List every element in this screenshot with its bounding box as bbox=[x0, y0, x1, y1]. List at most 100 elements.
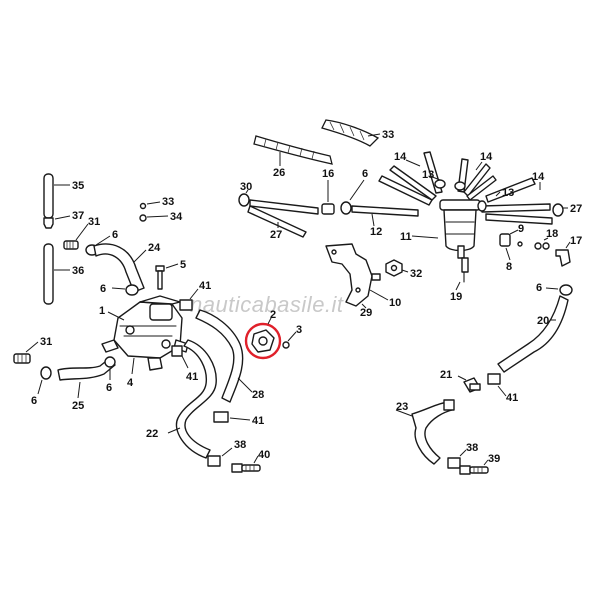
label-25: 25 bbox=[72, 400, 84, 412]
label-38-left: 38 bbox=[234, 439, 246, 451]
label-38-right: 38 bbox=[466, 442, 478, 454]
label-14-right: 14 bbox=[480, 151, 493, 163]
elbow-17 bbox=[555, 241, 571, 267]
label-22: 22 bbox=[146, 428, 158, 440]
label-34: 34 bbox=[170, 211, 183, 223]
label-28: 28 bbox=[252, 389, 264, 401]
clamp-6-bottom-left bbox=[37, 366, 52, 395]
hose-12 bbox=[351, 205, 419, 227]
hose-22 bbox=[167, 339, 217, 459]
label-6-top: 6 bbox=[112, 229, 118, 241]
label-14-far: 14 bbox=[532, 171, 545, 183]
tube-35 bbox=[43, 173, 70, 219]
clamp-6-right-top bbox=[340, 179, 365, 215]
label-14-left: 14 bbox=[394, 151, 407, 163]
bracket-10 bbox=[325, 243, 389, 309]
label-27-right: 27 bbox=[570, 203, 582, 215]
label-13-right: 13 bbox=[502, 187, 514, 199]
label-27-left: 27 bbox=[270, 229, 282, 241]
label-9: 9 bbox=[518, 223, 524, 235]
label-37: 37 bbox=[72, 210, 84, 222]
fitting-21 bbox=[457, 375, 481, 393]
label-1: 1 bbox=[99, 305, 105, 317]
label-10: 10 bbox=[389, 297, 401, 309]
label-5: 5 bbox=[180, 259, 186, 271]
tube-36 bbox=[43, 243, 70, 305]
label-20: 20 bbox=[537, 315, 549, 327]
clamp-38-left bbox=[207, 447, 233, 467]
sleeve-33 bbox=[321, 119, 381, 147]
label-19: 19 bbox=[450, 291, 462, 303]
clamp-41-right bbox=[487, 373, 507, 397]
fitting-31-bottom bbox=[13, 341, 39, 364]
fitting-40 bbox=[231, 455, 261, 473]
label-6-right: 6 bbox=[536, 282, 542, 294]
fitting-31-top bbox=[63, 223, 89, 250]
clamp-30 bbox=[238, 189, 250, 207]
lead-4 bbox=[131, 357, 135, 375]
label-6-bottom-left: 6 bbox=[31, 395, 37, 407]
hose-28 bbox=[195, 309, 253, 403]
label-32: 32 bbox=[410, 268, 422, 280]
label-30: 30 bbox=[240, 181, 252, 193]
hose-23 bbox=[395, 399, 455, 465]
label-3: 3 bbox=[296, 324, 302, 336]
label-31-top: 31 bbox=[88, 216, 100, 228]
label-2: 2 bbox=[270, 309, 276, 321]
label-23: 23 bbox=[396, 401, 408, 413]
fitting-16 bbox=[321, 180, 335, 215]
clamp-41-top bbox=[179, 288, 199, 311]
label-31-bottom: 31 bbox=[40, 336, 52, 348]
label-41-mid: 41 bbox=[186, 371, 198, 383]
label-41-top: 41 bbox=[199, 280, 211, 292]
label-39: 39 bbox=[488, 453, 500, 465]
label-36: 36 bbox=[72, 265, 84, 277]
sleeve-26 bbox=[253, 135, 333, 166]
clamp-41-mid bbox=[171, 345, 189, 369]
label-33-sleeve: 33 bbox=[382, 129, 394, 141]
filter-11 bbox=[411, 199, 481, 273]
clamp-6-mid bbox=[104, 356, 116, 380]
label-8: 8 bbox=[506, 261, 512, 273]
tubes-right bbox=[477, 177, 568, 225]
fitting-9-8 bbox=[499, 229, 523, 261]
label-29: 29 bbox=[360, 307, 372, 319]
label-33-small: 33 bbox=[162, 196, 174, 208]
label-21: 21 bbox=[440, 369, 452, 381]
fitting-37 bbox=[43, 215, 71, 229]
label-16: 16 bbox=[322, 168, 334, 180]
label-41-bottom: 41 bbox=[252, 415, 264, 427]
label-13-top: 13 bbox=[422, 169, 434, 181]
label-26: 26 bbox=[273, 167, 285, 179]
label-18: 18 bbox=[546, 228, 558, 240]
hose-25 bbox=[57, 357, 116, 399]
label-11: 11 bbox=[400, 231, 412, 243]
hose-20 bbox=[497, 295, 569, 373]
clamps-13-top bbox=[429, 175, 466, 191]
clamp-6-right bbox=[545, 284, 573, 296]
part-33-34 bbox=[139, 201, 169, 222]
label-41-right: 41 bbox=[506, 392, 518, 404]
part-19 bbox=[455, 271, 465, 291]
hose-24 bbox=[93, 243, 147, 293]
label-17: 17 bbox=[570, 235, 582, 247]
clamp-41-bottom bbox=[213, 411, 251, 423]
bolt-5 bbox=[155, 263, 179, 290]
label-40: 40 bbox=[258, 449, 270, 461]
label-6-mid: 6 bbox=[106, 382, 112, 394]
fitting-39 bbox=[459, 459, 489, 475]
nut-32 bbox=[385, 259, 409, 277]
label-4: 4 bbox=[127, 377, 134, 389]
watermark-text: nauticabasile.it bbox=[190, 292, 344, 317]
fitting-18 bbox=[534, 237, 550, 250]
screw-3 bbox=[282, 331, 297, 349]
clamp-6-left bbox=[111, 284, 139, 296]
label-24: 24 bbox=[148, 242, 161, 254]
label-35: 35 bbox=[72, 180, 84, 192]
label-6-right-top: 6 bbox=[362, 168, 368, 180]
pump-assembly-1 bbox=[101, 295, 189, 371]
hose-27-left bbox=[247, 199, 319, 238]
fitting-2-highlighted bbox=[244, 315, 282, 360]
